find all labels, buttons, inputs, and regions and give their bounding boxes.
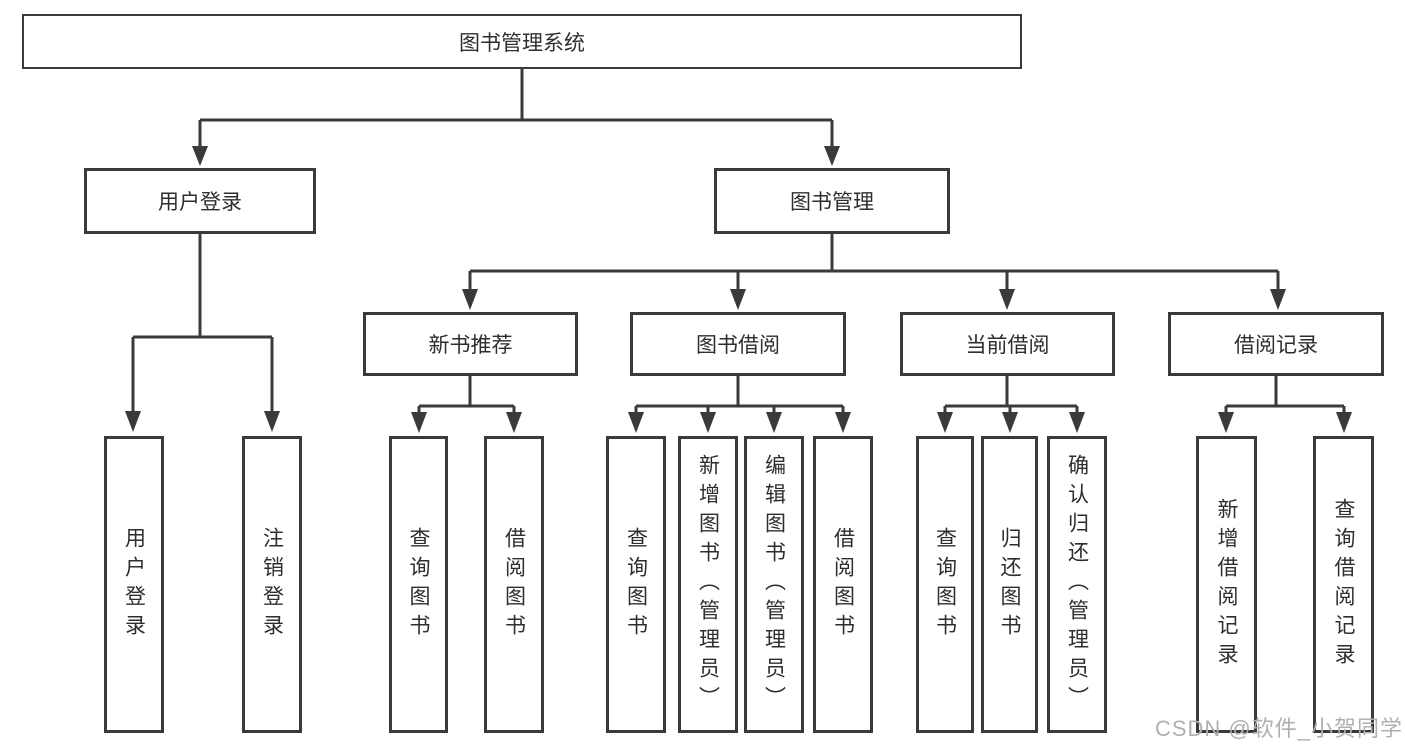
node-label: 当前借阅 (965, 334, 1050, 357)
node-label: 查询借阅记录 (1332, 497, 1355, 672)
node-label: 用户登录 (122, 526, 146, 643)
leaf-cb-search-books: 查询图书 (916, 436, 974, 733)
node-label: 借阅图书 (502, 526, 526, 643)
node-label: 借阅记录 (1234, 334, 1318, 357)
connector-root-split (198, 69, 834, 148)
arrowheads (125, 146, 1352, 433)
node-borrowing-records: 借阅记录 (1168, 312, 1384, 376)
leaf-nbr-borrow-books: 借阅图书 (484, 436, 544, 733)
node-current-borrowing: 当前借阅 (900, 312, 1115, 376)
node-label: 注销登录 (260, 526, 284, 643)
leaf-nbr-search-books: 查询图书 (389, 436, 448, 733)
leaf-user-login: 用户登录 (104, 436, 164, 733)
leaf-bb-edit-books-admin: 编辑图书（管理员） (744, 436, 804, 733)
connector-book-borrowing-split (634, 376, 845, 414)
leaf-bb-borrow-books: 借阅图书 (813, 436, 873, 733)
connector-borrowing-records-split (1224, 376, 1346, 414)
node-label: 查询图书 (624, 526, 648, 643)
leaf-br-add-record: 新增借阅记录 (1196, 436, 1257, 733)
leaf-logout: 注销登录 (242, 436, 302, 733)
node-book-management: 图书管理 (714, 168, 950, 234)
node-label: 图书管理系统 (459, 31, 585, 55)
leaf-br-search-record: 查询借阅记录 (1313, 436, 1374, 733)
connector-user-login-split (131, 234, 274, 413)
node-label: 图书管理 (790, 191, 874, 214)
connector-book-management-split (468, 234, 1280, 291)
node-label: 编辑图书（管理员） (762, 454, 786, 715)
node-book-borrowing: 图书借阅 (630, 312, 846, 376)
node-new-book-recommendation: 新书推荐 (363, 312, 578, 376)
node-label: 用户登录 (158, 191, 242, 214)
connector-new-book-split (417, 376, 516, 414)
connector-current-borrowing-split (943, 376, 1079, 414)
node-label: 新书推荐 (428, 334, 513, 357)
node-library-management-system: 图书管理系统 (22, 14, 1022, 69)
node-label: 归还图书 (998, 526, 1021, 643)
node-label: 查询图书 (933, 526, 957, 643)
node-label: 查询图书 (407, 526, 430, 643)
node-label: 新增图书（管理员） (696, 454, 720, 715)
node-label: 确认归还（管理员） (1065, 454, 1089, 715)
leaf-cb-confirm-return-admin: 确认归还（管理员） (1047, 436, 1107, 733)
node-label: 借阅图书 (831, 526, 855, 643)
node-user-login: 用户登录 (84, 168, 316, 234)
csdn-watermark: CSDN @软件_小贺同学 (1154, 716, 1403, 741)
leaf-cb-return-books: 归还图书 (981, 436, 1038, 733)
leaf-bb-search-books: 查询图书 (606, 436, 666, 733)
leaf-bb-add-books-admin: 新增图书（管理员） (678, 436, 738, 733)
node-label: 图书借阅 (696, 334, 780, 357)
node-label: 新增借阅记录 (1215, 497, 1238, 672)
